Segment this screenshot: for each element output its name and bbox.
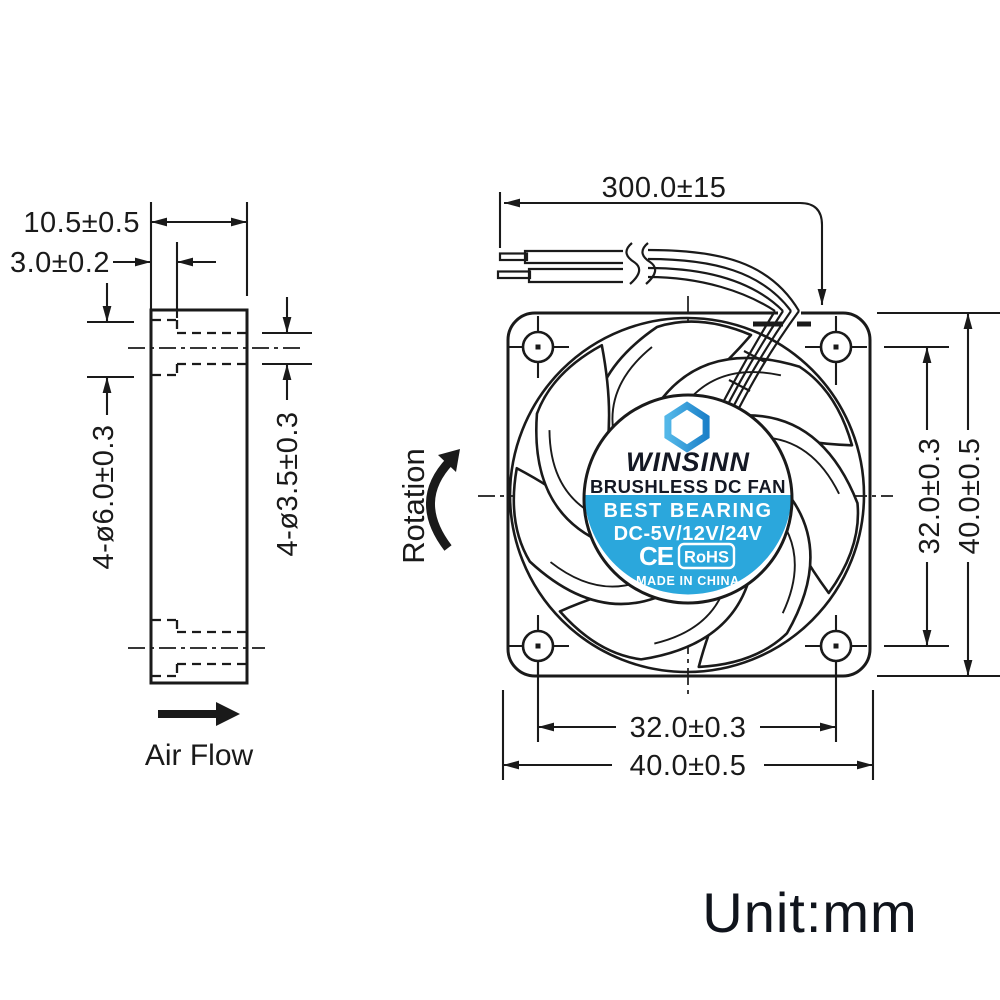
unit-label: Unit:mm — [702, 881, 917, 944]
wire-length-dim-label: 300.0±15 — [602, 172, 727, 204]
side-view-top-hole — [128, 318, 302, 377]
front-view: WINSINN BRUSHLESS DC FAN BEST BEARING DC… — [396, 172, 1000, 782]
mounting-hole — [507, 316, 569, 378]
fan-opening-circle — [508, 316, 866, 674]
brand-label: WINSINN — [626, 447, 750, 477]
dim-right: 32.0±0.3 40.0±0.5 — [877, 311, 1000, 678]
counterbore-dim-label: 4-ø6.0±0.3 — [88, 424, 120, 569]
wire-lead-top — [523, 249, 623, 265]
dim-wire-length: 300.0±15 — [498, 172, 827, 305]
mounting-hole — [507, 615, 569, 677]
dim-counterbore: 4-ø6.0±0.3 — [87, 283, 134, 570]
dim-bottom: 32.0±0.3 40.0±0.5 — [501, 662, 875, 782]
rohs-badge-border — [677, 542, 736, 570]
rohs-label: RoHS — [684, 549, 729, 567]
hole-pitch-horizontal-label: 32.0±0.3 — [630, 712, 747, 744]
side-view: 10.5±0.5 3.0±0.2 4-ø6.0±0.3 4-ø3.5±0.3 — [10, 202, 312, 772]
rotation-arrow-icon — [426, 457, 454, 551]
hole-dim-label: 4-ø3.5±0.3 — [272, 411, 304, 556]
wire-bare-end-top — [498, 252, 529, 262]
depth-dim-label: 10.5±0.5 — [23, 207, 140, 239]
width-dim-label: 40.0±0.5 — [630, 750, 747, 782]
wires-outside — [496, 242, 800, 312]
flange-dim-label: 3.0±0.2 — [10, 247, 110, 279]
origin-label: MADE IN CHINA — [636, 574, 740, 588]
fan-frame — [506, 311, 872, 678]
voltage-label: DC-5V/12V/24V — [614, 523, 763, 545]
mounting-hole — [805, 316, 867, 385]
airflow: Air Flow — [145, 702, 254, 772]
hole-pitch-vertical-label: 32.0±0.3 — [914, 438, 946, 555]
feature-label: BEST BEARING — [603, 500, 772, 522]
rotation: Rotation — [396, 448, 460, 564]
airflow-label: Air Flow — [145, 739, 254, 772]
dim-depth: 10.5±0.5 — [23, 202, 249, 309]
dim-flange: 3.0±0.2 — [10, 242, 216, 318]
product-label: BRUSHLESS DC FAN — [590, 476, 786, 497]
ce-mark-icon: CE — [639, 541, 674, 571]
mounting-hole — [805, 615, 867, 677]
mounting-holes — [507, 316, 867, 677]
rotation-label: Rotation — [396, 448, 431, 563]
height-dim-label: 40.0±0.5 — [954, 438, 986, 555]
winsinn-logo-icon — [664, 401, 710, 453]
airflow-arrow-icon — [158, 702, 240, 726]
wire-break-icon — [625, 242, 641, 285]
side-view-bottom-hole — [128, 618, 265, 678]
dim-hole: 4-ø3.5±0.3 — [262, 297, 312, 557]
wire-lead-bottom — [527, 267, 623, 284]
wire-bare-end-bottom — [496, 270, 532, 280]
side-view-body — [149, 308, 249, 685]
fan-hub-label: WINSINN BRUSHLESS DC FAN BEST BEARING DC… — [582, 393, 794, 605]
